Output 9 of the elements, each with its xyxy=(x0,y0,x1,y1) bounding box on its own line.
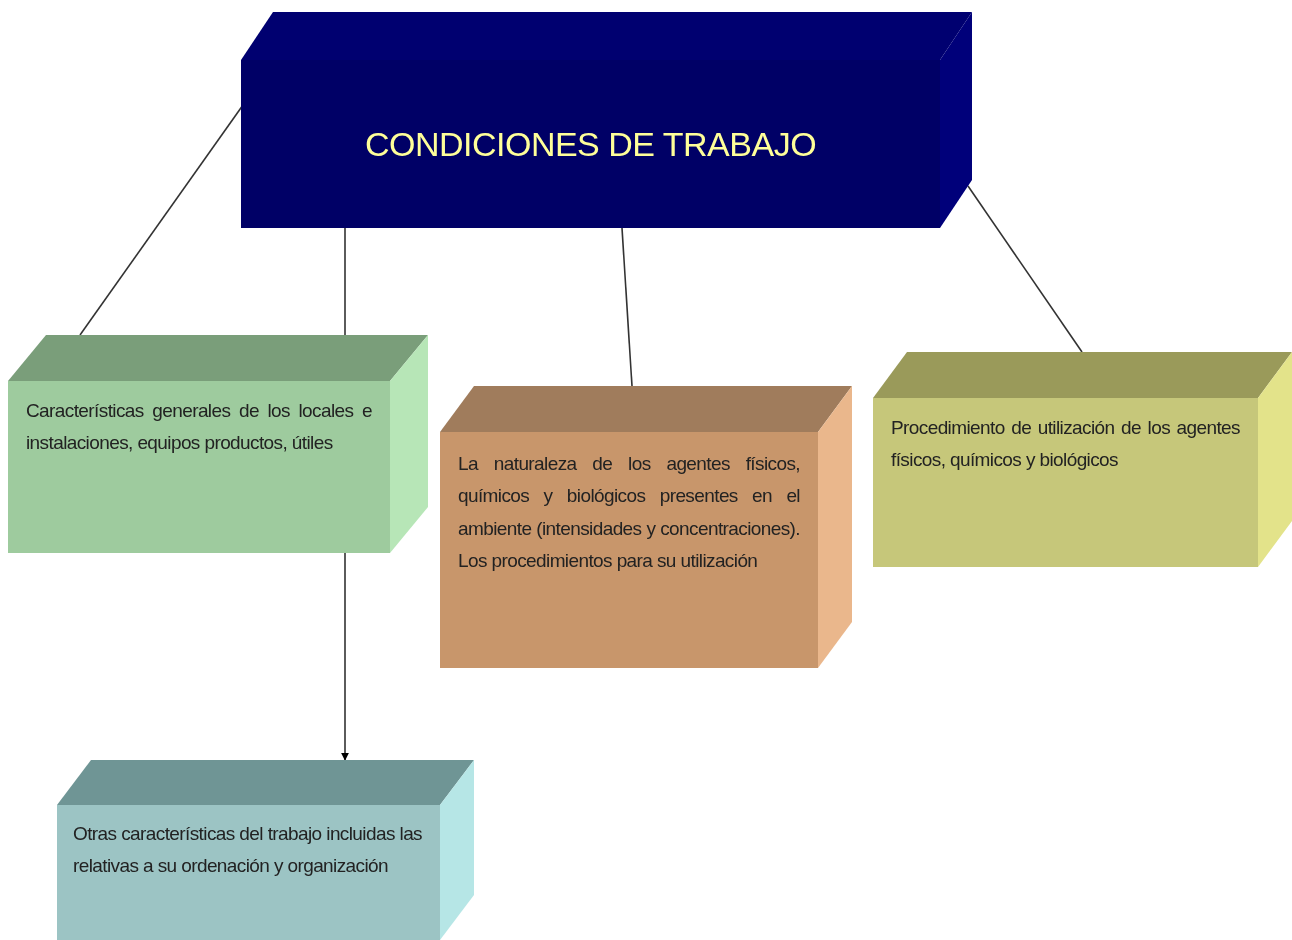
connector-line xyxy=(967,185,1083,353)
arrow xyxy=(341,552,349,761)
description-text: Otras características del trabajo incluidas las relativas a su ordenación y organización xyxy=(73,822,422,879)
description-text: Características generales de los locales e instalaciones, equipos productos, útiles xyxy=(26,399,372,456)
connector-line xyxy=(344,227,346,336)
description-text: La naturaleza de los agentes físicos, químicos y biológicos presentes en el ambiente (intensidades y concentraciones). Los procedimientos para su utilización xyxy=(458,452,800,573)
title-text: CONDICIONES DE TRABAJO xyxy=(363,124,818,165)
connector-line xyxy=(621,227,633,387)
description-text: Procedimiento de utilización de los agentes físicos, químicos y biológicos xyxy=(891,416,1240,473)
